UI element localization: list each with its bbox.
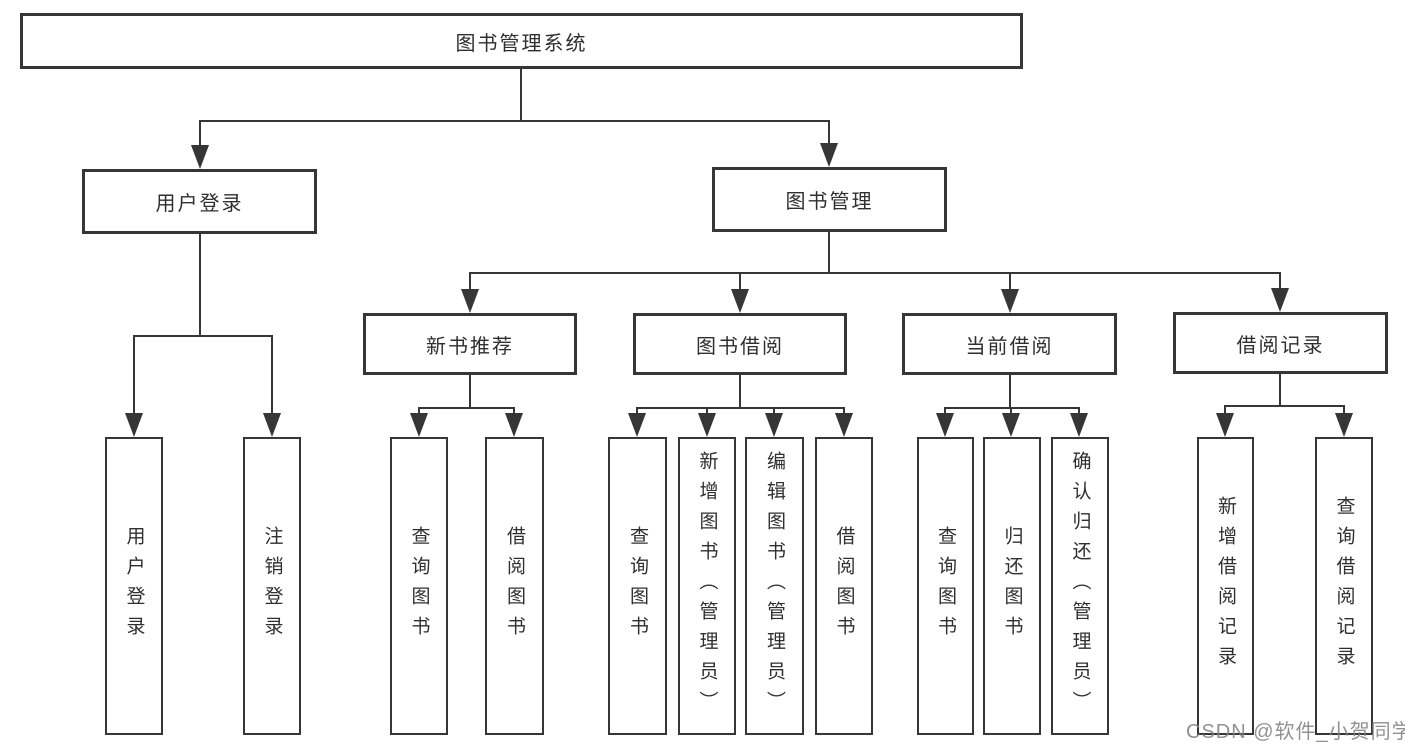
connector-records-stem (1279, 374, 1281, 406)
connector-recommend-bar (418, 407, 515, 409)
arrow-down-icon (731, 289, 749, 313)
connector-drop (1224, 405, 1226, 416)
csdn-watermark: CSDN @软件_小贺同学 (1186, 721, 1405, 743)
arrow-down-icon (1001, 289, 1019, 313)
arrow-down-icon (1271, 288, 1289, 312)
connector-drop (418, 407, 420, 416)
leaf-logout: 注销登录 (243, 437, 301, 735)
connector-drop (271, 335, 273, 415)
connector-drop (828, 120, 830, 144)
node-library-system-root: 图书管理系统 (20, 13, 1023, 69)
connector-drop (133, 335, 135, 415)
node-borrow-records: 借阅记录 (1173, 312, 1388, 374)
leaf-query-books-recommend: 查询图书 (390, 437, 448, 735)
node-current-borrow: 当前借阅 (902, 313, 1117, 375)
connector-drop (636, 407, 638, 416)
connector-root-stem (520, 68, 522, 121)
connector-userlogin-stem (199, 233, 201, 336)
arrow-down-icon (628, 413, 646, 437)
arrow-down-icon (1216, 413, 1234, 437)
arrow-down-icon (936, 413, 954, 437)
arrow-down-icon (835, 413, 853, 437)
connector-drop (944, 407, 946, 416)
node-book-borrow: 图书借阅 (633, 313, 847, 375)
arrow-down-icon (191, 145, 209, 169)
arrow-down-icon (1070, 413, 1088, 437)
arrow-down-icon (125, 413, 143, 437)
connector-recommend-stem (469, 375, 471, 408)
leaf-query-borrow-record: 查询借阅记录 (1315, 437, 1373, 735)
connector-drop (1010, 407, 1012, 416)
leaf-add-borrow-record: 新增借阅记录 (1197, 437, 1254, 735)
connector-level2-bar (199, 120, 830, 122)
connector-drop (1343, 405, 1345, 416)
arrow-down-icon (263, 413, 281, 437)
leaf-query-books-borrow: 查询图书 (608, 437, 667, 735)
connector-borrow-stem (739, 375, 741, 408)
connector-drop (773, 407, 775, 416)
connector-drop (513, 407, 515, 416)
connector-drop (1078, 407, 1080, 416)
connector-userlogin-bar (133, 335, 273, 337)
connector-drop (199, 120, 201, 146)
connector-drop (1279, 272, 1281, 289)
node-book-management: 图书管理 (712, 167, 947, 232)
connector-bookmgmt-stem (828, 232, 830, 273)
node-user-login: 用户登录 (82, 169, 317, 234)
connector-drop (706, 407, 708, 416)
connector-records-bar (1224, 405, 1344, 407)
arrow-down-icon (765, 413, 783, 437)
arrow-down-icon (505, 413, 523, 437)
connector-borrow-bar (636, 407, 844, 409)
leaf-edit-book-admin: 编辑图书（管理员） (745, 437, 804, 735)
connector-current-bar (944, 407, 1080, 409)
leaf-query-books-current: 查询图书 (917, 437, 974, 735)
leaf-borrow-books-recommend: 借阅图书 (485, 437, 544, 735)
leaf-return-books: 归还图书 (983, 437, 1041, 735)
connector-level3-bar (469, 272, 1281, 274)
arrow-down-icon (1335, 413, 1353, 437)
node-new-book-recommend: 新书推荐 (363, 313, 577, 375)
arrow-down-icon (410, 413, 428, 437)
arrow-down-icon (461, 289, 479, 313)
connector-drop (739, 272, 741, 290)
arrow-down-icon (820, 143, 838, 167)
connector-current-stem (1009, 374, 1011, 408)
leaf-add-book-admin: 新增图书（管理员） (678, 437, 736, 735)
connector-drop (469, 272, 471, 290)
arrow-down-icon (698, 413, 716, 437)
connector-drop (843, 407, 845, 416)
leaf-confirm-return-admin: 确认归还（管理员） (1051, 437, 1109, 735)
connector-drop (1009, 272, 1011, 290)
leaf-user-login: 用户登录 (105, 437, 163, 735)
leaf-borrow-books: 借阅图书 (815, 437, 873, 735)
arrow-down-icon (1002, 413, 1020, 437)
